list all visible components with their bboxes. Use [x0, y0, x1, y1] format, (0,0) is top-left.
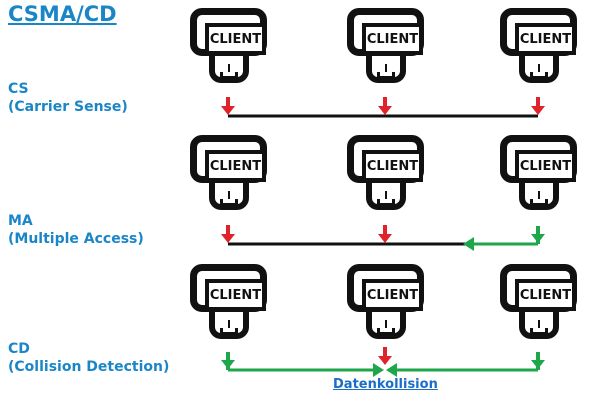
row-label-cs: CS (Carrier Sense)	[8, 80, 128, 116]
down-arrow-icon	[531, 360, 545, 369]
down-arrow-icon	[378, 234, 392, 243]
down-arrow-icon	[221, 360, 235, 369]
down-arrow-icon	[221, 234, 235, 243]
monitor-icon: CLIENT	[500, 135, 577, 183]
client-label: CLIENT	[515, 23, 576, 55]
row-label: MA	[8, 213, 33, 229]
down-arrow-icon	[531, 106, 545, 115]
down-arrow-icon	[531, 234, 545, 243]
down-arrow-icon	[378, 356, 392, 365]
monitor-icon: CLIENT	[347, 8, 424, 56]
row-label-cd: CD (Collision Detection)	[8, 340, 169, 376]
row-sublabel: (Carrier Sense)	[8, 99, 128, 115]
network-port-icon	[530, 64, 548, 79]
collision-label: Datenkollision	[333, 377, 438, 392]
monitor-icon: CLIENT	[190, 8, 267, 56]
left-arrow-icon	[463, 237, 474, 251]
right-arrow-icon	[373, 363, 384, 377]
row-label: CS	[8, 81, 29, 97]
network-port-icon	[377, 191, 395, 206]
row-sublabel: (Collision Detection)	[8, 359, 170, 375]
network-port-icon	[220, 320, 238, 335]
row-label-ma: MA (Multiple Access)	[8, 212, 144, 248]
client-label: CLIENT	[205, 279, 266, 311]
down-arrow-icon	[378, 106, 392, 115]
network-port-icon	[377, 320, 395, 335]
client-label: CLIENT	[205, 150, 266, 182]
network-port-icon	[530, 320, 548, 335]
row-label: CD	[8, 341, 30, 357]
monitor-icon: CLIENT	[347, 264, 424, 312]
client-label: CLIENT	[515, 279, 576, 311]
page-title: CSMA/CD	[8, 2, 117, 26]
down-arrow-icon	[221, 106, 235, 115]
client-label: CLIENT	[362, 150, 423, 182]
left-arrow-icon	[386, 363, 397, 377]
monitor-icon: CLIENT	[190, 135, 267, 183]
row-sublabel: (Multiple Access)	[8, 231, 144, 247]
monitor-icon: CLIENT	[190, 264, 267, 312]
network-port-icon	[530, 191, 548, 206]
network-port-icon	[220, 64, 238, 79]
monitor-icon: CLIENT	[347, 135, 424, 183]
client-label: CLIENT	[362, 279, 423, 311]
monitor-icon: CLIENT	[500, 8, 577, 56]
monitor-icon: CLIENT	[500, 264, 577, 312]
client-label: CLIENT	[515, 150, 576, 182]
client-label: CLIENT	[205, 23, 266, 55]
network-port-icon	[220, 191, 238, 206]
network-port-icon	[377, 64, 395, 79]
client-label: CLIENT	[362, 23, 423, 55]
